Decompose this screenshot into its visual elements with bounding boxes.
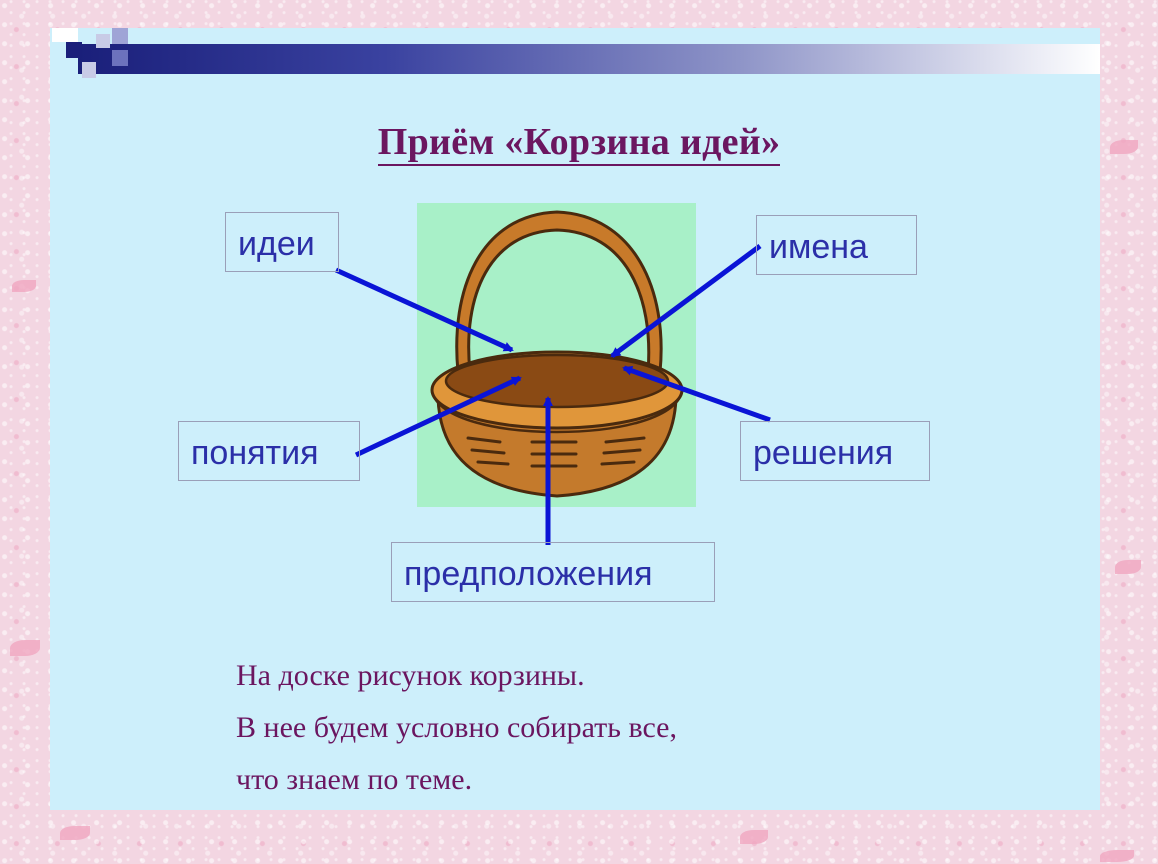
label-concepts-text: понятия bbox=[191, 434, 319, 472]
header-bar bbox=[78, 44, 1100, 74]
basket-backdrop bbox=[417, 203, 696, 507]
label-names: имена bbox=[756, 215, 917, 275]
slide-title: Приём «Корзина идей» bbox=[0, 120, 1158, 166]
background-petal bbox=[60, 826, 90, 840]
label-assumptions-text: предположения bbox=[404, 555, 653, 593]
label-concepts: понятия bbox=[178, 421, 360, 481]
corner-square bbox=[52, 28, 78, 42]
corner-square bbox=[96, 34, 110, 48]
caption-line: На доске рисунок корзины. bbox=[236, 659, 585, 692]
background-petal bbox=[1100, 850, 1134, 862]
label-solutions: решения bbox=[740, 421, 930, 481]
corner-square bbox=[66, 42, 82, 58]
label-ideas-text: идеи bbox=[238, 225, 315, 263]
background-petal bbox=[1110, 140, 1138, 154]
background-petal bbox=[1115, 560, 1141, 574]
label-names-text: имена bbox=[769, 228, 868, 266]
background-petal bbox=[10, 640, 40, 656]
label-ideas: идеи bbox=[225, 212, 339, 272]
caption-line: В нее будем условно собирать все, bbox=[236, 711, 677, 744]
corner-square bbox=[82, 62, 96, 78]
corner-square bbox=[112, 28, 128, 44]
corner-square bbox=[112, 50, 128, 66]
label-solutions-text: решения bbox=[753, 434, 894, 472]
caption-line: что знаем по теме. bbox=[236, 763, 473, 796]
background-petal bbox=[740, 830, 768, 844]
caption: На доске рисунок корзины. В нее будем ус… bbox=[236, 650, 677, 806]
slide-title-text: Приём «Корзина идей» bbox=[377, 121, 781, 166]
label-assumptions: предположения bbox=[391, 542, 715, 602]
background-petal bbox=[12, 280, 36, 292]
